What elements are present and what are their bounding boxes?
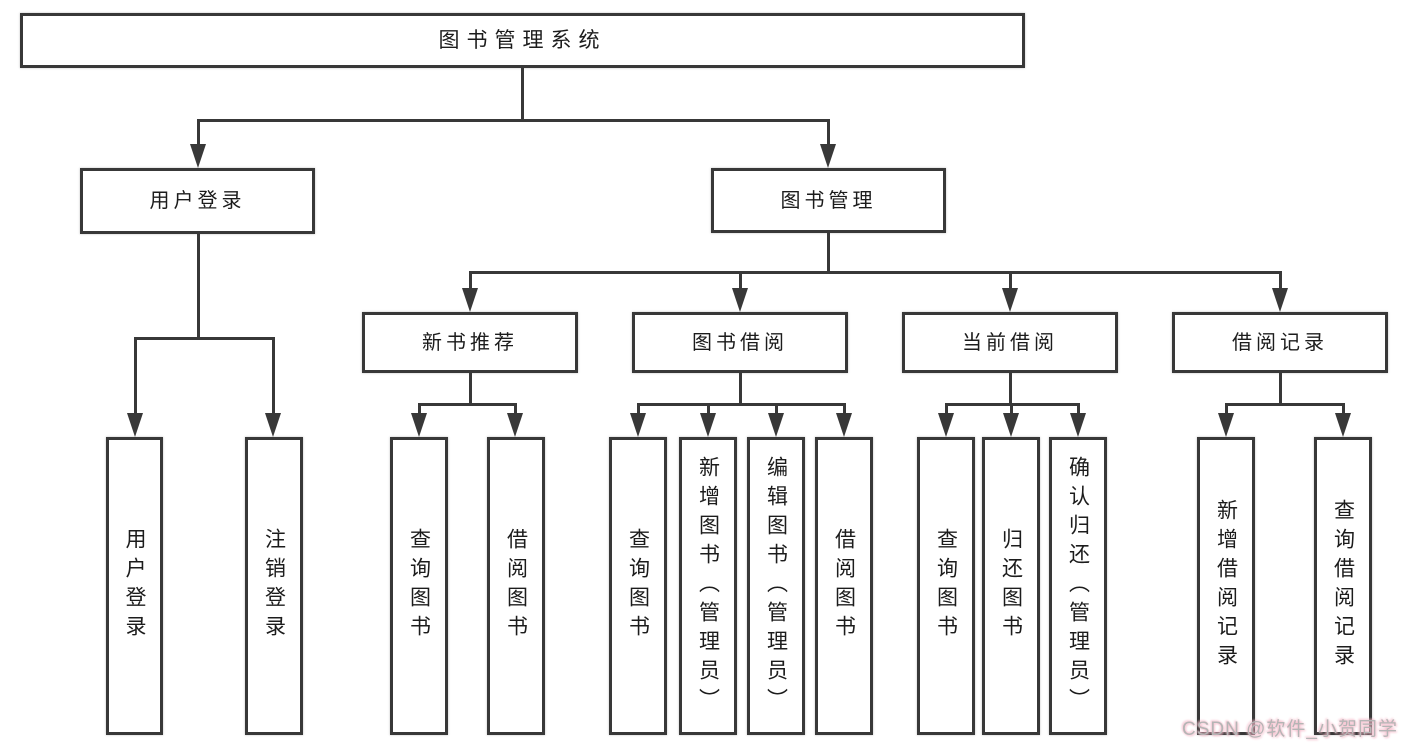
node-user-login: 用户登录 (80, 168, 315, 234)
node-label: 归还图书 (999, 528, 1023, 644)
node-add-borrow-record: 新增借阅记录 (1197, 437, 1255, 735)
connector-line (739, 272, 742, 294)
node-borrow-books-borrowing: 借阅图书 (815, 437, 873, 735)
node-label: 图书管理 (780, 189, 877, 212)
arrow-down-icon (630, 413, 646, 437)
arrow-down-icon (836, 413, 852, 437)
arrow-down-icon (732, 288, 748, 312)
node-label: 查询图书 (626, 528, 650, 644)
node-label: 查询图书 (934, 528, 958, 644)
node-label: 确认归还（管理员） (1066, 455, 1090, 717)
arrow-down-icon (1002, 288, 1018, 312)
node-user-login-leaf: 用户登录 (106, 437, 163, 735)
connector-line (1009, 373, 1012, 406)
node-add-books-admin: 新增图书（管理员） (679, 437, 737, 735)
connector-line (1342, 404, 1345, 418)
node-library-management-system: 图书管理系统 (20, 13, 1025, 68)
connector-line (1279, 272, 1282, 294)
connector-line (521, 67, 524, 120)
node-query-borrow-record: 查询借阅记录 (1314, 437, 1372, 735)
connector-line (469, 271, 1282, 274)
connector-line (637, 403, 846, 406)
node-confirm-return-admin: 确认归还（管理员） (1049, 437, 1107, 735)
connector-line (197, 234, 200, 339)
node-query-books-current: 查询图书 (917, 437, 975, 735)
arrow-down-icon (768, 413, 784, 437)
connector-line (775, 404, 778, 418)
node-current-borrowing: 当前借阅 (902, 312, 1118, 373)
connector-line (418, 404, 421, 418)
node-label: 用户登录 (123, 528, 146, 644)
node-label: 图书借阅 (692, 331, 788, 354)
arrow-down-icon (820, 144, 836, 168)
connector-line (1279, 373, 1282, 406)
node-query-books-recommend: 查询图书 (390, 437, 448, 735)
node-query-books-borrowing: 查询图书 (609, 437, 667, 735)
arrow-down-icon (507, 413, 523, 437)
connector-line (945, 404, 948, 418)
arrow-down-icon (938, 413, 954, 437)
arrow-down-icon (265, 413, 281, 437)
arrow-down-icon (190, 144, 206, 168)
arrow-down-icon (1218, 413, 1234, 437)
arrow-down-icon (1272, 288, 1288, 312)
node-label: 当前借阅 (962, 331, 1058, 354)
connector-line (134, 337, 275, 340)
node-borrow-books-recommend: 借阅图书 (487, 437, 545, 735)
connector-line (469, 373, 472, 406)
connector-line (1010, 404, 1013, 418)
node-book-borrowing: 图书借阅 (632, 312, 848, 373)
node-book-management: 图书管理 (711, 168, 946, 233)
node-label: 借阅记录 (1232, 331, 1328, 354)
arrow-down-icon (1335, 413, 1351, 437)
node-edit-books-admin: 编辑图书（管理员） (747, 437, 805, 735)
node-return-books: 归还图书 (982, 437, 1040, 735)
connector-line (1225, 404, 1228, 418)
connector-line (418, 403, 517, 406)
node-label: 图书管理系统 (438, 28, 607, 52)
connector-line (272, 338, 275, 418)
arrow-down-icon (700, 413, 716, 437)
node-logout: 注销登录 (245, 437, 303, 735)
connector-line (197, 119, 830, 122)
connector-line (827, 233, 830, 274)
connector-line (707, 404, 710, 418)
node-label: 用户登录 (149, 190, 246, 212)
connector-line (134, 338, 137, 418)
connector-line (1009, 272, 1012, 294)
connector-line (197, 120, 200, 152)
connector-line (1225, 403, 1345, 406)
arrow-down-icon (1070, 413, 1086, 437)
connector-line (637, 404, 640, 418)
node-label: 新增借阅记录 (1214, 499, 1238, 673)
connector-line (514, 404, 517, 418)
connector-line (469, 272, 472, 294)
connector-line (827, 120, 830, 152)
node-label: 注销登录 (262, 528, 286, 644)
node-label: 借阅图书 (832, 528, 856, 644)
connector-line (739, 373, 742, 406)
node-label: 查询图书 (407, 528, 431, 644)
connector-line (843, 404, 846, 418)
csdn-watermark: CSDN @软件_小贺同学 (1182, 719, 1398, 740)
node-label: 新书推荐 (422, 331, 518, 354)
node-new-book-recommend: 新书推荐 (362, 312, 578, 373)
node-label: 新增图书（管理员） (696, 455, 720, 717)
arrow-down-icon (127, 413, 143, 437)
node-borrow-records: 借阅记录 (1172, 312, 1388, 373)
node-label: 借阅图书 (504, 528, 528, 644)
node-label: 查询借阅记录 (1331, 499, 1355, 673)
arrow-down-icon (411, 413, 427, 437)
connector-line (1077, 404, 1080, 418)
node-label: 编辑图书（管理员） (764, 455, 788, 717)
arrow-down-icon (1003, 413, 1019, 437)
arrow-down-icon (462, 288, 478, 312)
